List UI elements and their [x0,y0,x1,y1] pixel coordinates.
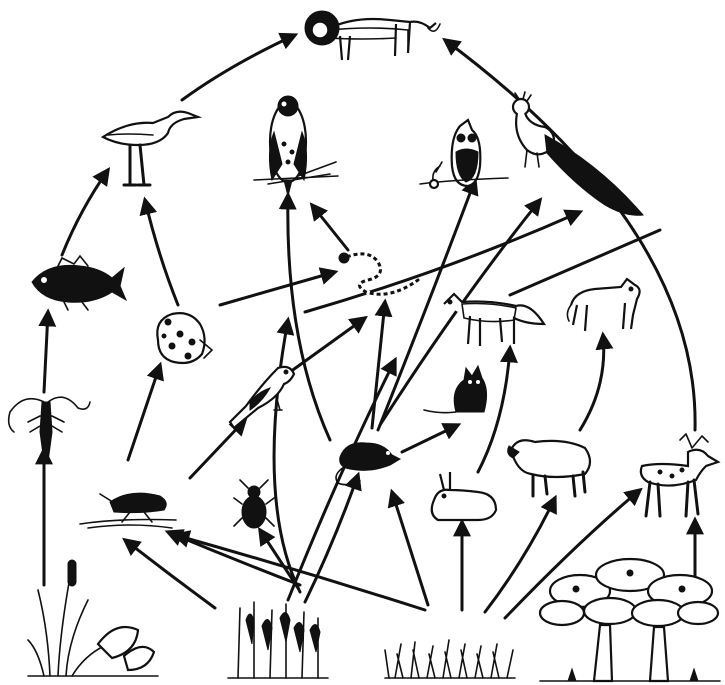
deer-icon [641,434,718,516]
beetle-icon [234,480,274,528]
arrow-corn-to-beetle [260,530,298,588]
corn-icon [228,602,328,678]
peacock-icon [513,92,643,215]
wolf-icon [567,279,639,331]
arrow-grass-to-rat [392,492,428,605]
arrow-grasshopper-to-bird [190,420,245,478]
arrow-grass-to-plants-left [125,540,215,608]
arrow-rat-to-snake [372,302,385,428]
bird-icon [230,367,294,428]
sheep-icon [508,440,590,496]
arrow-grasshopper-to-frog [128,365,160,460]
arrow-sheep-to-wolf [580,335,604,430]
frog-icon [157,313,212,363]
arrow-rat-to-eagle [288,195,330,440]
arrow-deer-to-lion [445,40,695,430]
arrow-corn-to-eagle [274,320,300,592]
arrow-grass-to-grasshopper2 [175,535,425,610]
grasshopper-icon [80,493,176,528]
arrow-corn-to-owl [288,360,395,600]
arrow-grass-to-sheep [485,498,555,612]
arrow-rat-to-cat [402,425,458,452]
trees-icon [540,559,720,681]
owl-icon [420,120,508,188]
arrow-wolf-to-peacock [510,230,660,295]
eagle-icon [254,96,338,196]
water-plants-icon [28,560,158,676]
arrow-fish-to-heron [62,170,108,255]
rat-icon [336,443,400,485]
arrow-frog-to-heron [145,200,178,305]
crustacean-icon [9,397,90,462]
heron-icon [103,112,198,185]
rabbit-icon [432,472,496,520]
fox-icon [444,294,544,346]
arrow-frog-to-snake [220,272,335,305]
fish-icon [32,256,126,310]
arrow-heron-to-lion [182,35,295,100]
arrow-snake-to-eagle [312,205,348,250]
arrow-crustacean-to-fish [44,312,48,392]
cat-icon [424,366,487,413]
lion-icon [305,11,440,60]
grass-icon [385,640,515,678]
